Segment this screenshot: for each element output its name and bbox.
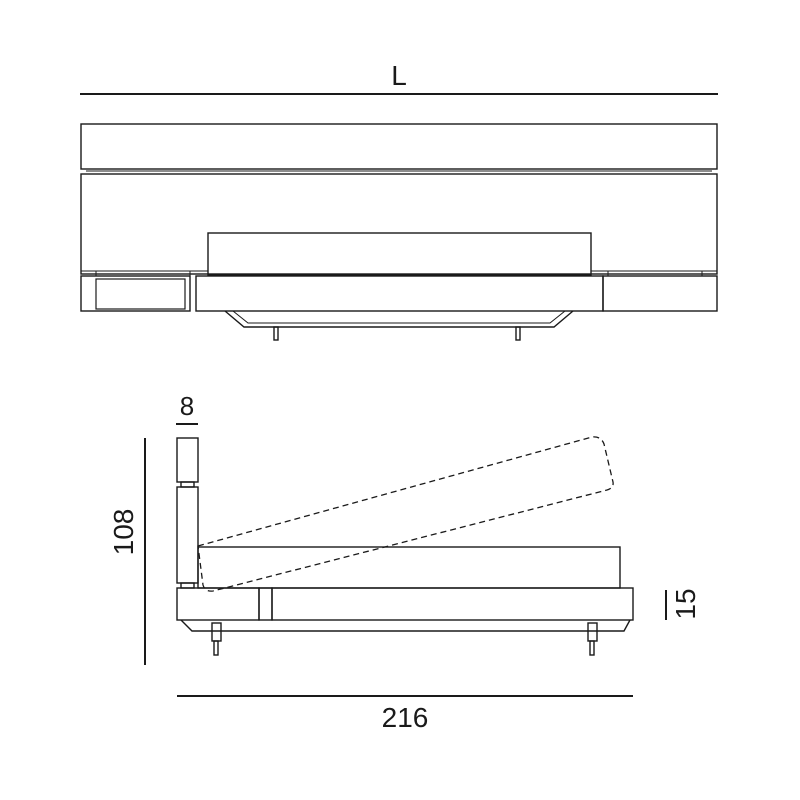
mattress-front (207, 232, 592, 276)
front-view (80, 93, 718, 341)
base-hinge (258, 587, 273, 621)
side-left-leg (213, 640, 219, 656)
headboard-lower-panel (80, 173, 718, 275)
base-bottom-chamfer (180, 619, 631, 632)
left-nightstand-drawer (95, 278, 186, 310)
front-left-leg (273, 326, 279, 341)
side-right-leg (589, 640, 595, 656)
headboard-top-panel (80, 123, 718, 170)
base-left-block (176, 587, 260, 621)
headboard-thickness-label: 8 (180, 391, 194, 421)
front-right-leg (515, 326, 521, 341)
headboard-main-block (176, 486, 199, 584)
side-left-leg-collar (211, 622, 222, 642)
leg-height-label: 15 (670, 588, 701, 619)
bed-base-front (195, 275, 604, 312)
left-nightstand (80, 275, 191, 312)
raised-mattress-outline (197, 436, 614, 592)
mattress-side (197, 546, 621, 589)
headboard-connector-top (180, 481, 195, 488)
headboard-connector-bottom (180, 582, 195, 589)
total-height-label: 108 (108, 509, 139, 556)
support-tray (224, 310, 574, 328)
side-right-leg-collar (587, 622, 598, 642)
side-view (144, 423, 667, 697)
headboard-top-block (176, 437, 199, 483)
length-label: L (391, 60, 407, 91)
total-depth-label: 216 (382, 702, 429, 733)
bed-base-side (271, 587, 634, 621)
right-nightstand (602, 275, 718, 312)
